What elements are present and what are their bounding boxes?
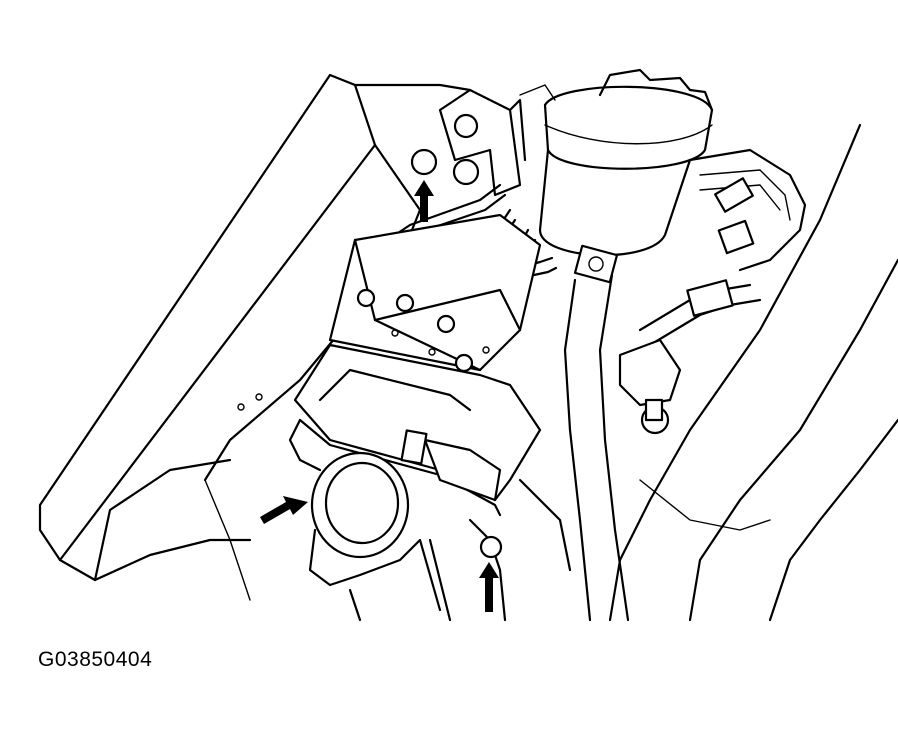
coolant-hose	[563, 244, 630, 622]
fluid-reservoir	[519, 68, 714, 257]
callout-arrow-left	[260, 496, 308, 524]
arrow-up-icon	[414, 180, 434, 222]
arrow-up-icon	[479, 562, 499, 612]
callout-arrow-top	[414, 180, 434, 222]
abs-control-module	[288, 343, 542, 517]
sensor-fitting	[618, 338, 682, 435]
abs-hydraulic-unit	[328, 213, 542, 373]
callout-arrow-bottom	[479, 562, 499, 612]
mounting-bracket	[410, 88, 527, 197]
arrow-right-icon	[260, 496, 308, 524]
figure-id-label: G03850404	[38, 648, 153, 671]
abs-unit-diagram	[38, 68, 898, 622]
brake-lines-right	[638, 148, 807, 347]
lower-mount	[468, 478, 572, 622]
pump-motor-cover	[308, 451, 452, 622]
